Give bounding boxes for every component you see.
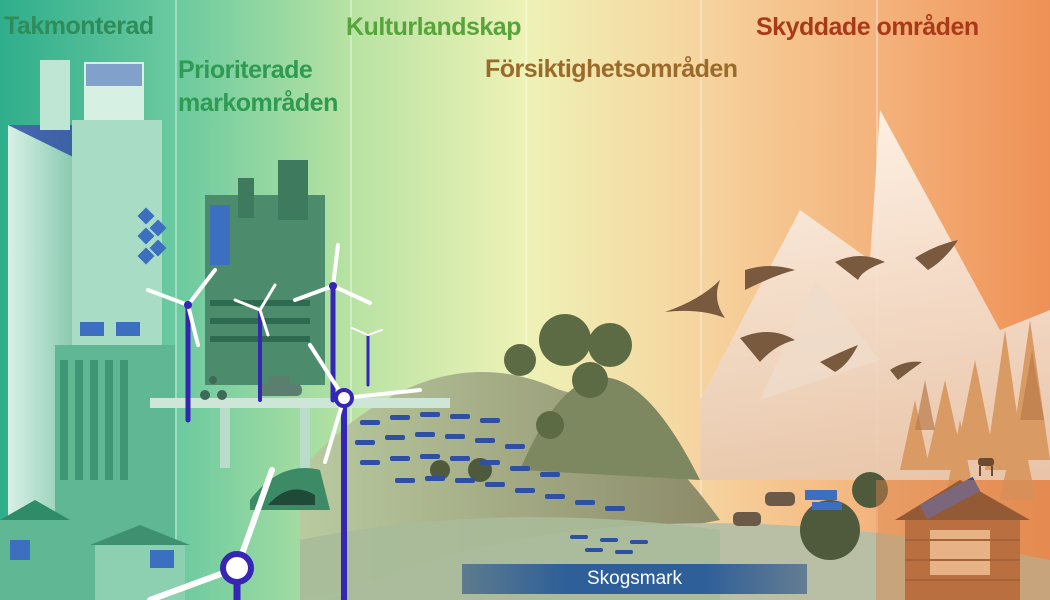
wind-turbine-icon [146, 268, 217, 423]
skogsmark-banner: Skogsmark [462, 564, 807, 594]
zone-label-prioriterade-line2: markområden [178, 89, 338, 117]
zone-label-forsiktighetsomraden: Försiktighetsområden [485, 55, 738, 83]
deer-icon [978, 458, 994, 476]
solar-field [355, 412, 648, 554]
zone-label-prioriterade-line1: Prioriterade [178, 56, 313, 84]
house-icon [895, 476, 1030, 600]
car-icon [258, 376, 302, 396]
skogsmark-label: Skogsmark [586, 568, 683, 589]
bird-icon [665, 240, 958, 380]
zone-label-prioriterade: Prioriterade markområden [178, 54, 338, 120]
zone-label-skyddade-omraden: Skyddade områden [756, 13, 979, 41]
cow-icon [733, 492, 795, 526]
zone-label-kulturlandskap: Kulturlandskap [346, 13, 521, 41]
zone-label-takmonterad: Takmonterad [4, 12, 154, 40]
cyclist-icon [200, 376, 227, 400]
